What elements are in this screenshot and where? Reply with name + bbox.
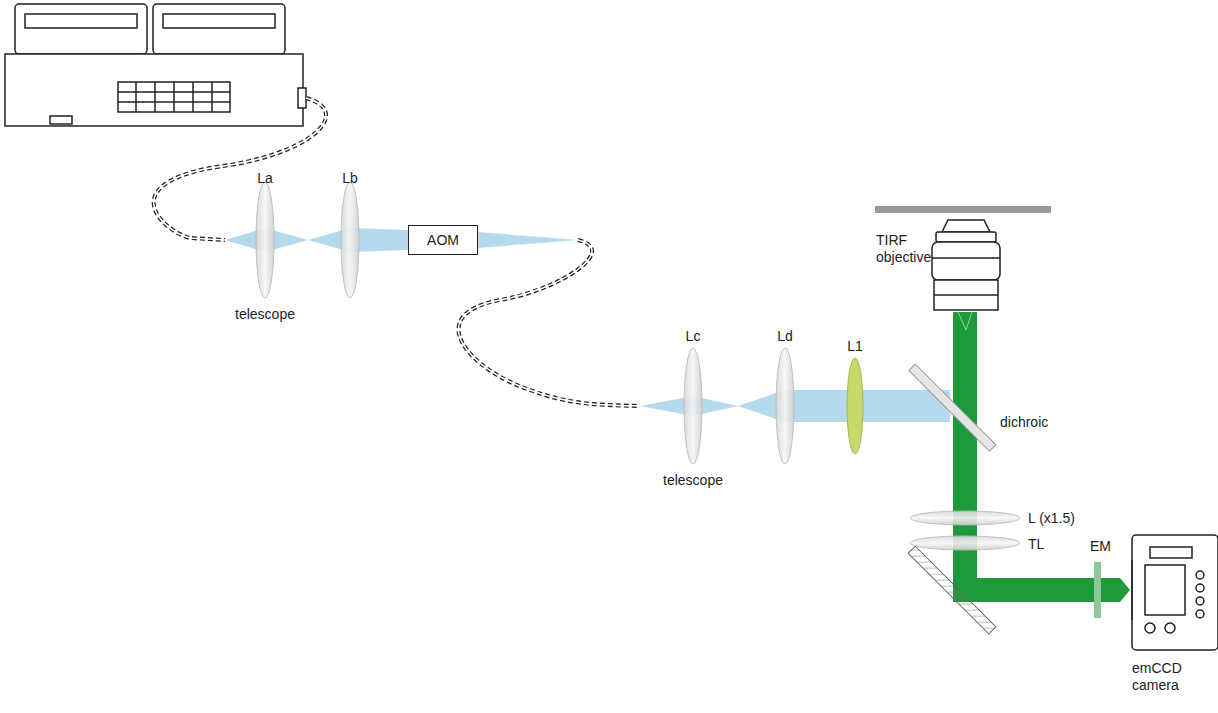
group-label: telescope: [663, 472, 723, 489]
emission-beam: [953, 312, 1130, 602]
dichroic-mirror: [909, 364, 996, 451]
part-label: EM: [1090, 538, 1111, 555]
emission-filter: [1094, 562, 1101, 618]
optical-fiber: [154, 98, 326, 240]
optical-fiber: [459, 240, 640, 406]
emission-beam: [958, 312, 972, 330]
objective: [932, 220, 1000, 310]
lens-label: La: [257, 170, 273, 187]
part-label: L (x1.5): [1028, 510, 1075, 527]
laser-source: [5, 4, 306, 126]
lens-label: L1: [847, 338, 863, 355]
sample-stage: [875, 206, 1051, 213]
lens: [910, 511, 1020, 550]
optical-fiber: [154, 98, 326, 240]
part-label: TIRF objective: [876, 232, 956, 266]
group-label: telescope: [235, 306, 295, 323]
mirror: [908, 546, 996, 634]
lens-label: Lb: [342, 170, 358, 187]
camera: [1132, 535, 1218, 650]
component-box: AOM: [408, 225, 478, 255]
optical-fiber: [459, 240, 640, 406]
laser-beam: [225, 228, 578, 252]
lens: [847, 358, 863, 454]
lens-label: Lc: [686, 328, 701, 345]
part-label: TL: [1028, 536, 1044, 553]
part-label: dichroic: [1000, 414, 1048, 431]
box-label: AOM: [427, 232, 459, 248]
lens: [256, 182, 794, 464]
part-label: emCCD camera: [1132, 660, 1212, 694]
lens-label: Ld: [777, 328, 793, 345]
